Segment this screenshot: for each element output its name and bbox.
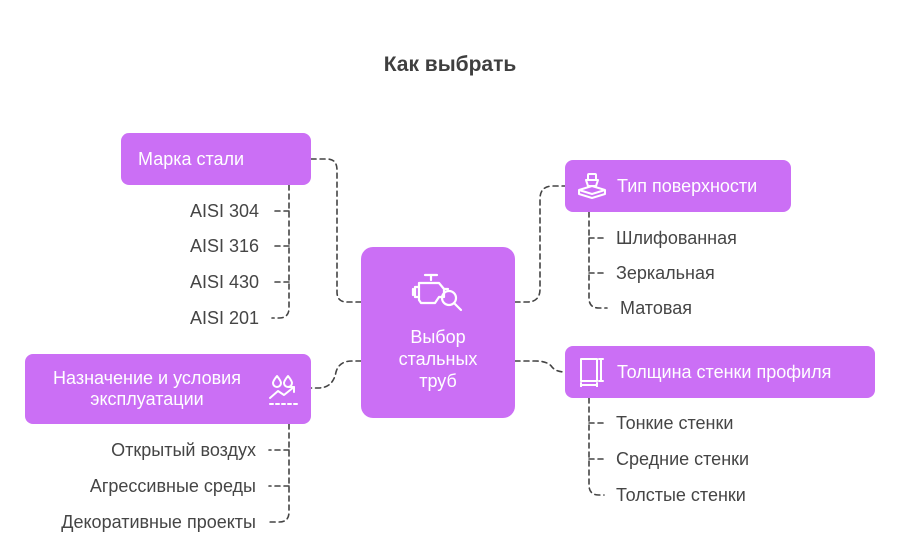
connector-surface-items (588, 211, 608, 309)
steel-grade-item: AISI 201 (189, 308, 259, 328)
thickness-item: Средние стенки (616, 449, 750, 469)
purpose-label: Назначение и условия эксплуатации (53, 368, 241, 409)
wall-thickness-icon (577, 357, 607, 392)
surface-item: Матовая (620, 298, 692, 318)
connector-center-steel-grade (310, 158, 362, 303)
page-title: Как выбрать (383, 53, 517, 76)
thickness-item: Тонкие стенки (616, 413, 734, 433)
connector-thickness-items (588, 397, 605, 496)
center-label: Выбор стальных труб (398, 327, 478, 391)
purpose-item: Открытый воздух (111, 440, 256, 460)
connector-center-thickness (514, 360, 566, 373)
surface-label: Тип поверхности (617, 175, 758, 196)
layers-stack-icon (393, 145, 417, 178)
surface-tool-icon (577, 172, 607, 205)
surface-item: Зеркальная (616, 263, 715, 283)
steel-grade-item: AISI 304 (189, 201, 259, 221)
thickness-node: Толщина стенки профиля (565, 346, 875, 398)
steel-grade-item: AISI 430 (189, 272, 259, 292)
thickness-label: Толщина стенки профиля (617, 361, 832, 382)
drops-growth-icon (268, 374, 302, 411)
center-node: Выбор стальных труб (361, 247, 515, 418)
surface-node: Тип поверхности (565, 160, 791, 212)
connector-steel-grade-items (271, 184, 290, 319)
purpose-node: Назначение и условия эксплуатации (25, 354, 311, 424)
steel-grade-item: AISI 316 (189, 236, 259, 256)
connector-purpose-items (268, 423, 290, 523)
thickness-item: Толстые стенки (616, 485, 746, 505)
connector-center-purpose (310, 360, 362, 389)
steel-grade-node: Марка стали (121, 133, 415, 185)
purpose-item: Декоративные проекты (61, 512, 256, 532)
steel-grade-label: Марка стали (138, 148, 245, 169)
engine-search-icon (411, 267, 465, 318)
surface-item: Шлифованная (616, 228, 737, 248)
connector-center-surface (514, 185, 566, 303)
purpose-item: Агрессивные среды (89, 476, 256, 496)
